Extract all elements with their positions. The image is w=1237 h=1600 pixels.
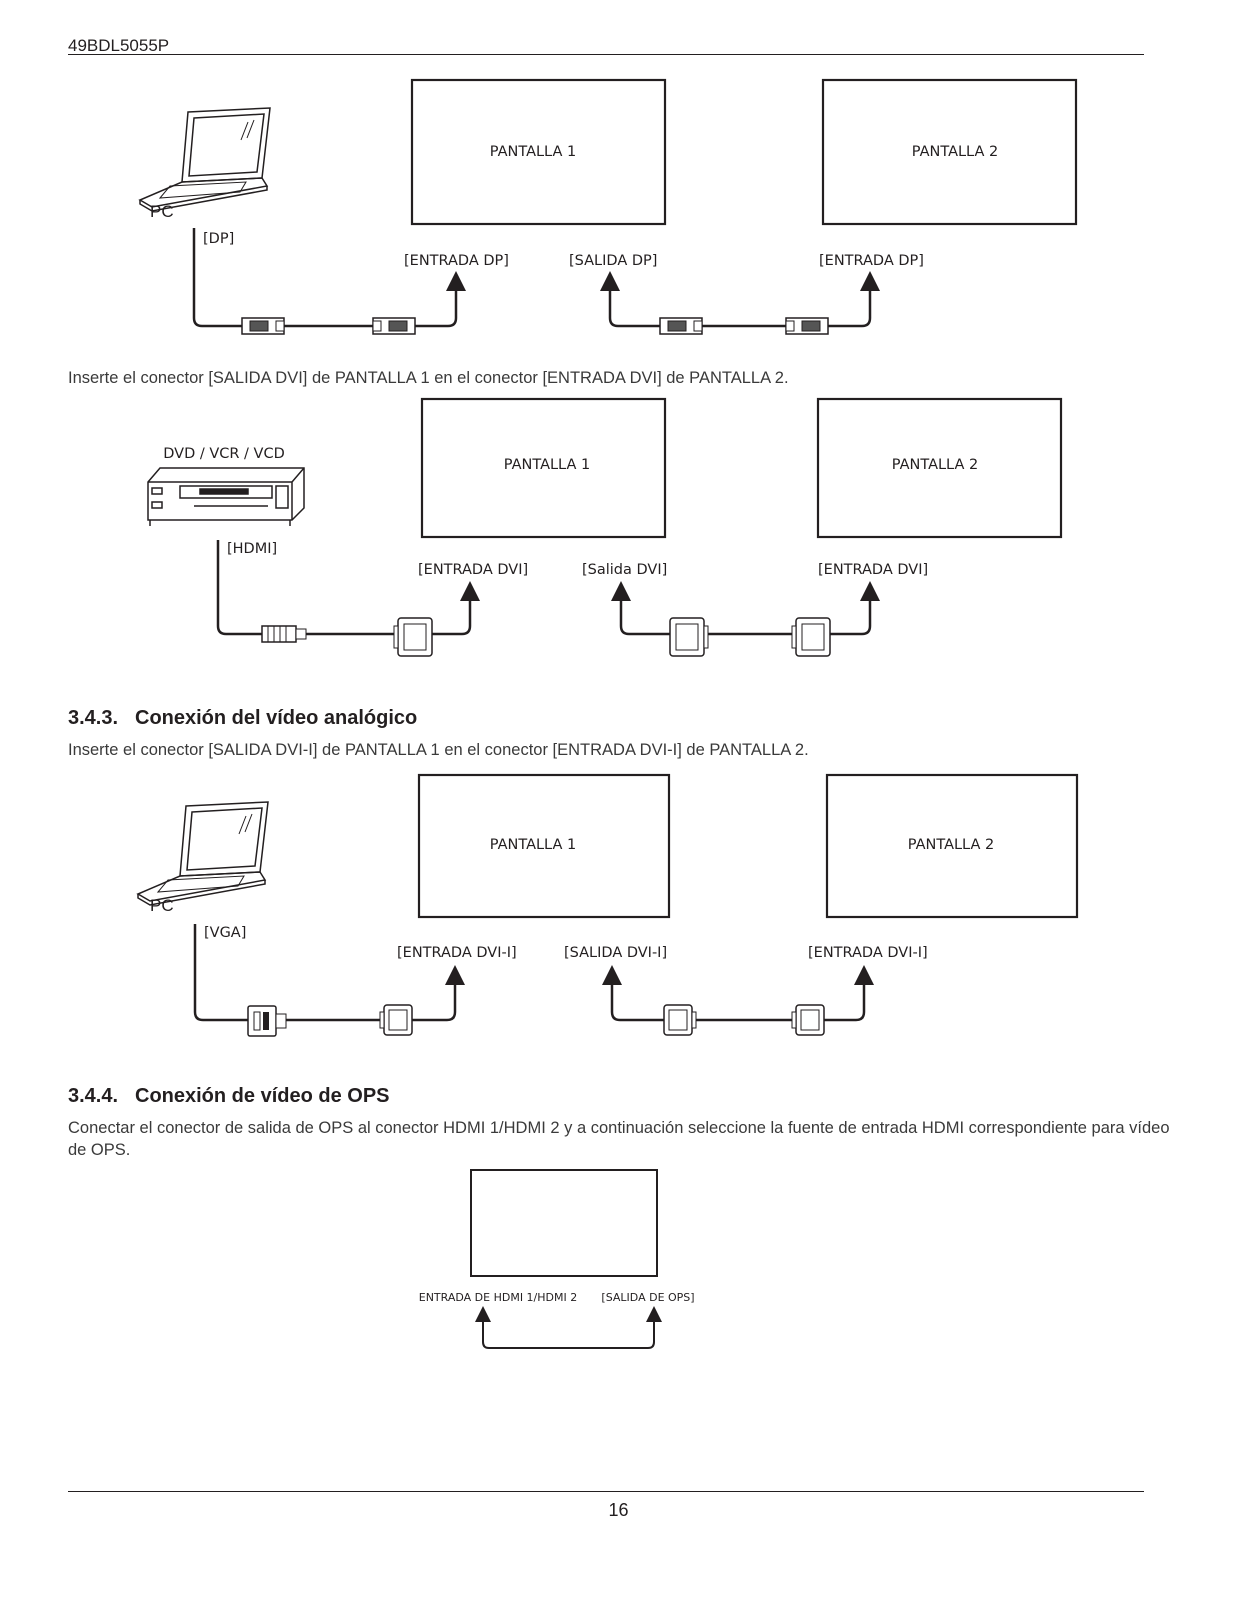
arrow-up-icon xyxy=(611,581,631,601)
screen-1-dp-out-label: [SALIDA DP] xyxy=(569,253,657,269)
pc-dp-port-label: [DP] xyxy=(203,231,234,247)
screen-1-box xyxy=(420,397,667,539)
header-rule xyxy=(68,54,1144,55)
screen-1-label: PANTALLA 1 xyxy=(490,837,576,853)
vga-connection-diagram: PC [VGA] PANTALLA 1 PANTALLA 2 [ENTRADA … xyxy=(136,773,1079,1037)
dvd-player-icon xyxy=(147,467,305,526)
dvi-plug-icon xyxy=(393,617,433,657)
dvi-i-cable-screen-1-to-screen-2 xyxy=(610,980,866,1022)
laptop-pc-icon xyxy=(138,107,271,212)
dvi-plug-icon xyxy=(791,1004,825,1036)
hdmi-dvi-cable-source-to-screen-1 xyxy=(216,540,472,636)
arrow-up-icon xyxy=(445,965,465,985)
section-analog-heading: 3.4.3. Conexión del vídeo analógico xyxy=(68,707,417,730)
ops-connection-diagram: ENTRADA DE HDMI 1/HDMI 2 [SALIDA DE OPS] xyxy=(419,1169,695,1349)
section-number: 3.4.3. xyxy=(68,707,119,729)
page-number: 16 xyxy=(608,1500,629,1520)
screen-1-dvi-in-label: [ENTRADA DVI] xyxy=(418,562,528,578)
pc-label: PC xyxy=(150,896,174,915)
laptop-pc-icon xyxy=(136,801,269,906)
dvi-plug-icon xyxy=(791,617,831,657)
vga-cable-pc-to-screen-1 xyxy=(193,924,457,1022)
arrow-up-icon xyxy=(475,1306,491,1322)
pc-label: PC xyxy=(150,202,174,221)
pc-vga-port-label: [VGA] xyxy=(204,925,246,941)
dp-plug-icon xyxy=(785,317,829,335)
section-number: 3.4.4. xyxy=(68,1085,119,1107)
arrow-up-icon xyxy=(860,581,880,601)
dp-cable-screen-1-to-screen-2 xyxy=(608,286,872,328)
dvi-plug-icon xyxy=(669,617,709,657)
section-ops-heading: 3.4.4. Conexión de vídeo de OPS xyxy=(68,1085,390,1108)
screen-2-dvi-i-in-label: [ENTRADA DVI-I] xyxy=(808,945,928,961)
dvi-connection-diagram: DVD / VCR / VCD [HDMI] PANTALLA 1 PANTAL… xyxy=(147,397,1063,657)
dp-plug-icon xyxy=(372,317,416,335)
arrow-up-icon xyxy=(600,271,620,291)
screen-2-label: PANTALLA 2 xyxy=(912,144,998,160)
dp-cable-pc-to-screen-1 xyxy=(192,228,458,328)
screen-1-box xyxy=(417,773,671,919)
footer-rule xyxy=(68,1491,1144,1492)
screen-2-box xyxy=(821,78,1078,226)
dp-plug-icon xyxy=(659,317,703,335)
arrow-up-icon xyxy=(446,271,466,291)
document-model-header: 49BDL5055P xyxy=(68,36,170,55)
dp-plug-icon xyxy=(241,317,285,335)
hdmi-in-label: ENTRADA DE HDMI 1/HDMI 2 xyxy=(419,1291,578,1304)
section-title: Conexión del vídeo analógico xyxy=(135,707,418,729)
ops-out-label: [SALIDA DE OPS] xyxy=(601,1291,694,1304)
arrow-up-icon xyxy=(646,1306,662,1322)
screen-1-dvi-i-in-label: [ENTRADA DVI-I] xyxy=(397,945,517,961)
dvi-plug-icon xyxy=(663,1004,697,1036)
arrow-up-icon xyxy=(860,271,880,291)
dvi-cable-screen-1-to-screen-2 xyxy=(619,596,872,636)
screen-2-box xyxy=(816,397,1063,539)
screen-1-label: PANTALLA 1 xyxy=(490,144,576,160)
arrow-up-icon xyxy=(602,965,622,985)
screen-2-label: PANTALLA 2 xyxy=(908,837,994,853)
screen-1-box xyxy=(410,78,667,226)
dvd-vcr-vcd-label: DVD / VCR / VCD xyxy=(163,446,285,462)
screen-1-dvi-i-out-label: [SALIDA DVI-I] xyxy=(564,945,667,961)
screen-2-label: PANTALLA 2 xyxy=(892,457,978,473)
screen-2-dvi-in-label: [ENTRADA DVI] xyxy=(818,562,928,578)
source-hdmi-port-label: [HDMI] xyxy=(227,541,277,557)
screen-2-dp-in-label: [ENTRADA DP] xyxy=(819,253,924,269)
ops-internal-cable xyxy=(482,1322,655,1349)
screen-1-dvi-out-label: [Salida DVI] xyxy=(582,562,667,578)
section-ops-text-line-1: Conectar el conector de salida de OPS al… xyxy=(68,1119,1170,1137)
dvi-plug-icon xyxy=(379,1004,413,1036)
arrow-up-icon xyxy=(854,965,874,985)
screen-1-dp-in-label: [ENTRADA DP] xyxy=(404,253,509,269)
dp-connection-diagram: PC [DP] PANTALLA 1 PANTALLA 2 [ENTRADA D… xyxy=(138,78,1078,335)
arrow-up-icon xyxy=(460,581,480,601)
section-analog-text: Inserte el conector [SALIDA DVI-I] de PA… xyxy=(68,741,809,759)
hdmi-plug-icon xyxy=(261,625,307,643)
screen-1-label: PANTALLA 1 xyxy=(504,457,590,473)
display-box xyxy=(470,1169,658,1277)
section-ops-text-line-2: de OPS. xyxy=(68,1141,131,1159)
section-title: Conexión de vídeo de OPS xyxy=(135,1085,390,1107)
dvi-instruction-text: Inserte el conector [SALIDA DVI] de PANT… xyxy=(68,369,789,387)
vga-plug-icon xyxy=(247,1005,287,1037)
screen-2-box xyxy=(825,773,1079,919)
